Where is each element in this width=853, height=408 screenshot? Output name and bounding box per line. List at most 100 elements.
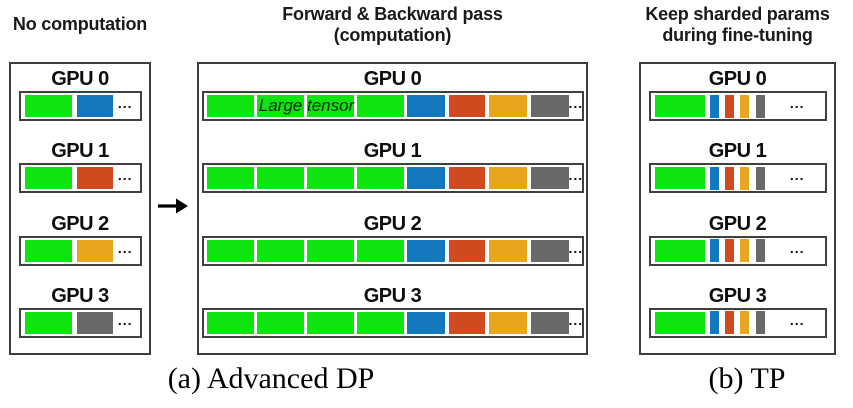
shard-block-blue (406, 311, 445, 334)
shard-block-blue (406, 95, 445, 117)
shard-block-blue (76, 95, 113, 117)
large-tensor-segment (206, 311, 254, 334)
memory-bar: ... (18, 91, 142, 121)
shard-block-gray (76, 311, 113, 334)
shard-sliver-yellow (739, 94, 749, 118)
shard-sliver-gray (755, 311, 765, 335)
shard-sliver-yellow (739, 166, 749, 190)
middle-panel: GPU 0 Large tensor ... GPU 1 ... (197, 62, 588, 355)
left-gpu0-section: GPU 0 ... (11, 67, 149, 121)
right-arrow-icon (157, 195, 189, 222)
large-tensor-segment (206, 239, 254, 262)
shard-block-gray (530, 95, 569, 117)
shard-sliver-yellow (739, 239, 749, 263)
shard-sliver-gray (755, 94, 765, 118)
large-tensor-segment (306, 167, 354, 190)
large-tensor-block (24, 239, 72, 262)
large-tensor-block (24, 167, 72, 190)
left-gpu2-section: GPU 2 ... (11, 212, 149, 266)
memory-bar: ... (201, 163, 584, 194)
large-tensor-segment (306, 239, 354, 262)
ellipsis: ... (568, 95, 584, 111)
shard-block-red (448, 239, 485, 262)
gpu-label: GPU 2 (51, 212, 109, 235)
shard-sliver-yellow (739, 311, 749, 335)
large-tensor-segment (306, 311, 354, 334)
memory-bar: ... (648, 235, 827, 266)
ellipsis: ... (568, 239, 584, 256)
large-tensor-segment (206, 95, 254, 117)
shard-sliver-red (724, 239, 734, 263)
shard-block-yellow (488, 311, 527, 334)
shard-sliver-red (724, 311, 734, 335)
middle-panel-title-line2: (computation) (333, 25, 452, 45)
left-gpu3-section: GPU 3 ... (11, 284, 149, 338)
right-gpu0-section: GPU 0 ... (641, 67, 834, 121)
large-tensor-block (24, 95, 72, 117)
shard-block-gray (530, 167, 569, 190)
caption-advanced-dp: (a) Advanced DP (167, 362, 375, 395)
shard-sliver-red (724, 166, 734, 190)
gpu-label: GPU 3 (51, 284, 109, 307)
left-gpu1-section: GPU 1 ... (11, 139, 149, 194)
large-tensor-segment (256, 239, 304, 262)
large-tensor-segment (356, 167, 404, 190)
middle-panel-title-line1: Forward & Backward pass (282, 4, 503, 24)
memory-bar: ... (18, 307, 142, 338)
shard-block-red (448, 167, 485, 190)
right-gpu1-section: GPU 1 ... (641, 139, 834, 194)
shard-block-gray (530, 239, 569, 262)
right-gpu3-section: GPU 3 ... (641, 284, 834, 338)
large-tensor-block (654, 239, 705, 262)
right-panel-title: Keep sharded params during fine-tuning (639, 4, 836, 46)
shard-block-yellow (488, 239, 527, 262)
memory-bar: ... (648, 91, 827, 121)
shard-block-red (448, 311, 485, 334)
right-panel-title-line2: during fine-tuning (662, 25, 813, 45)
ellipsis: ... (117, 311, 133, 328)
shard-block-blue (406, 167, 445, 190)
gpu-label: GPU 1 (51, 140, 109, 163)
shard-block-blue (406, 239, 445, 262)
gpu-label: GPU 3 (363, 284, 422, 307)
gpu-label: GPU 1 (708, 140, 767, 163)
large-tensor-block (654, 311, 705, 334)
shard-block-red (448, 95, 485, 117)
shard-block-yellow (488, 95, 527, 117)
ellipsis: ... (789, 239, 805, 256)
ellipsis: ... (117, 95, 133, 111)
gpu-label: GPU 2 (708, 212, 767, 235)
memory-bar: ... (201, 235, 584, 266)
large-tensor-block (24, 311, 72, 334)
memory-bar: ... (18, 163, 142, 194)
memory-bar: ... (648, 163, 827, 194)
shard-block-gray (530, 311, 569, 334)
memory-bar: ... (648, 307, 827, 338)
shard-sliver-blue (709, 311, 719, 335)
large-tensor-block (654, 95, 705, 117)
middle-gpu1-section: GPU 1 ... (199, 139, 586, 194)
gpu-label: GPU 0 (708, 68, 767, 90)
left-panel: GPU 0 ... GPU 1 ... GPU 2 ... GPU 3 ... (9, 62, 151, 355)
large-tensor-segment (356, 95, 404, 117)
memory-bar: Large tensor ... (201, 91, 584, 121)
right-panel: GPU 0 ... GPU 1 ... GPU 2 ... (639, 62, 836, 355)
middle-gpu0-section: GPU 0 Large tensor ... (199, 67, 586, 121)
large-tensor-label: Large tensor (258, 96, 355, 115)
shard-sliver-red (724, 94, 734, 118)
shard-block-yellow (488, 167, 527, 190)
ellipsis: ... (117, 239, 133, 256)
ellipsis: ... (789, 95, 805, 111)
large-tensor-segment (256, 311, 304, 334)
gpu-label: GPU 1 (363, 140, 422, 163)
gpu-label: GPU 0 (363, 68, 422, 90)
left-panel-title: No computation (12, 14, 148, 34)
large-tensor-segment (356, 239, 404, 262)
large-tensor-segment (256, 167, 304, 190)
large-tensor-segment (306, 95, 354, 117)
memory-bar: ... (18, 235, 142, 266)
ellipsis: ... (117, 167, 133, 184)
ellipsis: ... (568, 311, 584, 328)
gpu-label: GPU 3 (708, 284, 767, 307)
large-tensor-segment (206, 167, 254, 190)
